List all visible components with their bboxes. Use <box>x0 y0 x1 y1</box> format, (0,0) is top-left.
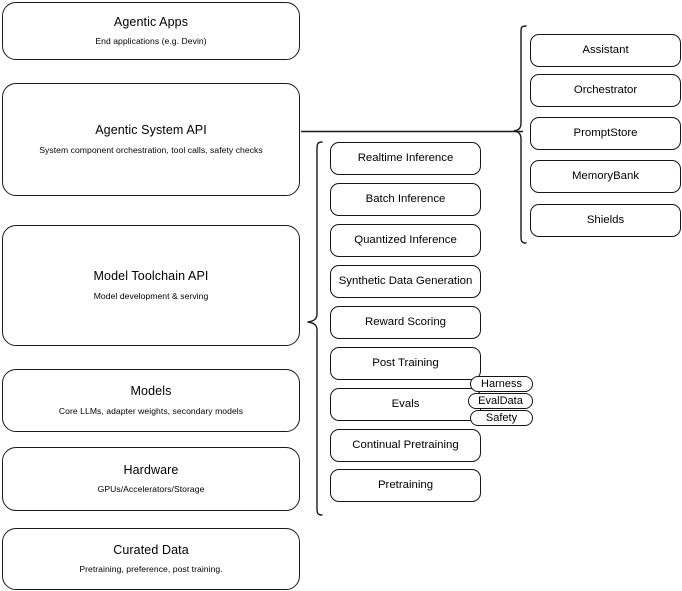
layer-subtitle: Core LLMs, adapter weights, secondary mo… <box>58 405 244 416</box>
layer-subtitle: Pretraining, preference, post training. <box>79 564 223 575</box>
component-orchestrator[interactable]: Orchestrator <box>530 74 681 107</box>
toolchain-label: Reward Scoring <box>364 316 447 329</box>
layer-title: Models <box>130 384 172 399</box>
toolchain-label: Continual Pretraining <box>352 439 459 452</box>
component-label: Orchestrator <box>573 84 638 97</box>
toolchain-label: Synthetic Data Generation <box>338 275 473 288</box>
connector-system-api-to-components <box>301 124 525 140</box>
toolchain-evals[interactable]: Evals <box>330 388 481 421</box>
layer-title: Model Toolchain API <box>93 269 209 284</box>
evals-tag-label: Safety <box>485 411 518 424</box>
layer-subtitle: GPUs/Accelerators/Storage <box>97 484 205 495</box>
brace-middle-svg <box>307 141 323 516</box>
component-label: Shields <box>586 214 625 227</box>
toolchain-realtime-inference[interactable]: Realtime Inference <box>330 142 481 175</box>
component-label: MemoryBank <box>571 170 640 183</box>
toolchain-quantized-inference[interactable]: Quantized Inference <box>330 224 481 257</box>
component-promptstore[interactable]: PromptStore <box>530 117 681 150</box>
component-label: Assistant <box>582 44 629 57</box>
evals-tag-label: Harness <box>481 377 522 390</box>
toolchain-post-training[interactable]: Post Training <box>330 347 481 380</box>
layer-agentic-system-api[interactable]: Agentic System API System component orch… <box>2 83 300 196</box>
brace-right-svg <box>513 25 527 244</box>
toolchain-pretraining[interactable]: Pretraining <box>330 469 481 502</box>
evals-tag-label: EvalData <box>478 394 523 407</box>
toolchain-label: Realtime Inference <box>357 152 454 165</box>
layer-model-toolchain-api[interactable]: Model Toolchain API Model development & … <box>2 225 300 346</box>
layer-subtitle: System component orchestration, tool cal… <box>39 144 263 155</box>
evals-tag-safety[interactable]: Safety <box>470 410 533 426</box>
brace-toolchain-components <box>306 140 324 518</box>
layer-title: Agentic Apps <box>113 14 189 29</box>
layer-subtitle: End applications (e.g. Devin) <box>95 36 207 47</box>
layer-title: Hardware <box>123 462 179 477</box>
toolchain-continual-pretraining[interactable]: Continual Pretraining <box>330 429 481 462</box>
toolchain-batch-inference[interactable]: Batch Inference <box>330 183 481 216</box>
toolchain-label: Post Training <box>372 357 439 370</box>
evals-tag-evaldata[interactable]: EvalData <box>468 393 533 409</box>
toolchain-label: Batch Inference <box>365 193 446 206</box>
brace-system-components <box>512 24 528 246</box>
component-memorybank[interactable]: MemoryBank <box>530 160 681 193</box>
layer-subtitle: Model development & serving <box>93 290 209 301</box>
toolchain-reward-scoring[interactable]: Reward Scoring <box>330 306 481 339</box>
component-shields[interactable]: Shields <box>530 204 681 237</box>
toolchain-synthetic-data-generation[interactable]: Synthetic Data Generation <box>330 265 481 298</box>
toolchain-label: Evals <box>391 398 420 411</box>
component-assistant[interactable]: Assistant <box>530 34 681 67</box>
layer-title: Agentic System API <box>95 123 207 138</box>
layer-curated-data[interactable]: Curated Data Pretraining, preference, po… <box>2 528 300 590</box>
layer-hardware[interactable]: Hardware GPUs/Accelerators/Storage <box>2 447 300 511</box>
layer-agentic-apps[interactable]: Agentic Apps End applications (e.g. Devi… <box>2 2 300 60</box>
evals-tag-harness[interactable]: Harness <box>470 376 533 392</box>
toolchain-label: Quantized Inference <box>354 234 457 247</box>
component-label: PromptStore <box>573 127 638 140</box>
connector-line-svg <box>301 130 523 133</box>
layer-title: Curated Data <box>113 542 189 557</box>
layer-models[interactable]: Models Core LLMs, adapter weights, secon… <box>2 369 300 432</box>
toolchain-label: Pretraining <box>377 479 434 492</box>
